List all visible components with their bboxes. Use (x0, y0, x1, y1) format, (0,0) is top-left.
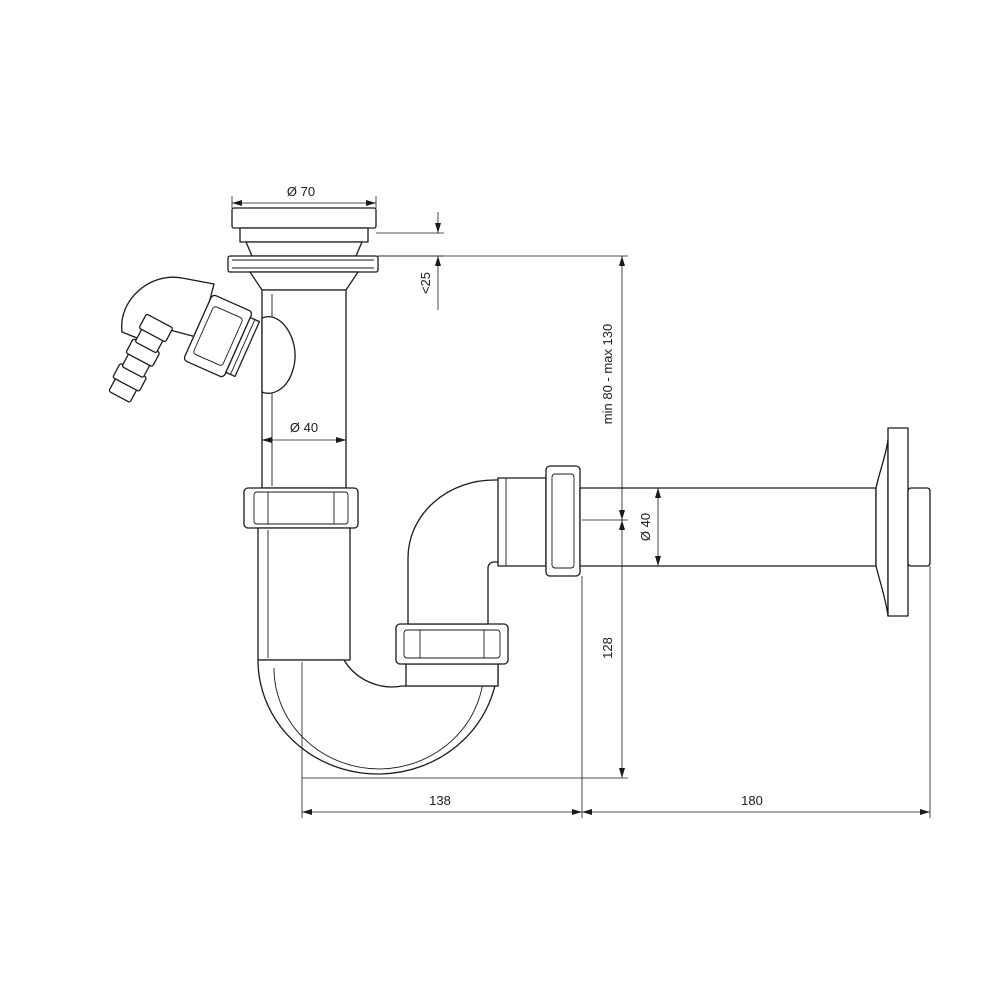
strainer-assembly (227, 207, 379, 291)
inlet-nut (243, 487, 359, 529)
label-flange-height: <25 (418, 272, 433, 294)
trap-rising-leg (395, 479, 509, 687)
dimension-outlet-diameter: Ø 40 (638, 488, 661, 566)
dimension-inlet-diameter: Ø 40 (262, 420, 346, 443)
label-height-range: min 80 - max 130 (600, 324, 615, 424)
label-trap-height: 128 (600, 637, 615, 659)
label-inlet-diameter: Ø 40 (290, 420, 318, 435)
label-trap-width: 138 (429, 793, 451, 808)
label-outlet-diameter: Ø 40 (638, 513, 653, 541)
label-outlet-length: 180 (741, 793, 763, 808)
wall-rosette (875, 427, 931, 617)
dimension-flange-height: <25 (376, 212, 444, 310)
dimension-height: min 80 - max 130 128 (302, 255, 628, 779)
dimension-strainer-diameter: Ø 70 (231, 184, 377, 208)
outlet-pipe (497, 465, 877, 577)
dimension-widths: 138 180 (301, 566, 931, 818)
u-bend (257, 527, 499, 775)
label-strainer-diameter: Ø 70 (287, 184, 315, 199)
side-hose-connector (108, 276, 296, 403)
